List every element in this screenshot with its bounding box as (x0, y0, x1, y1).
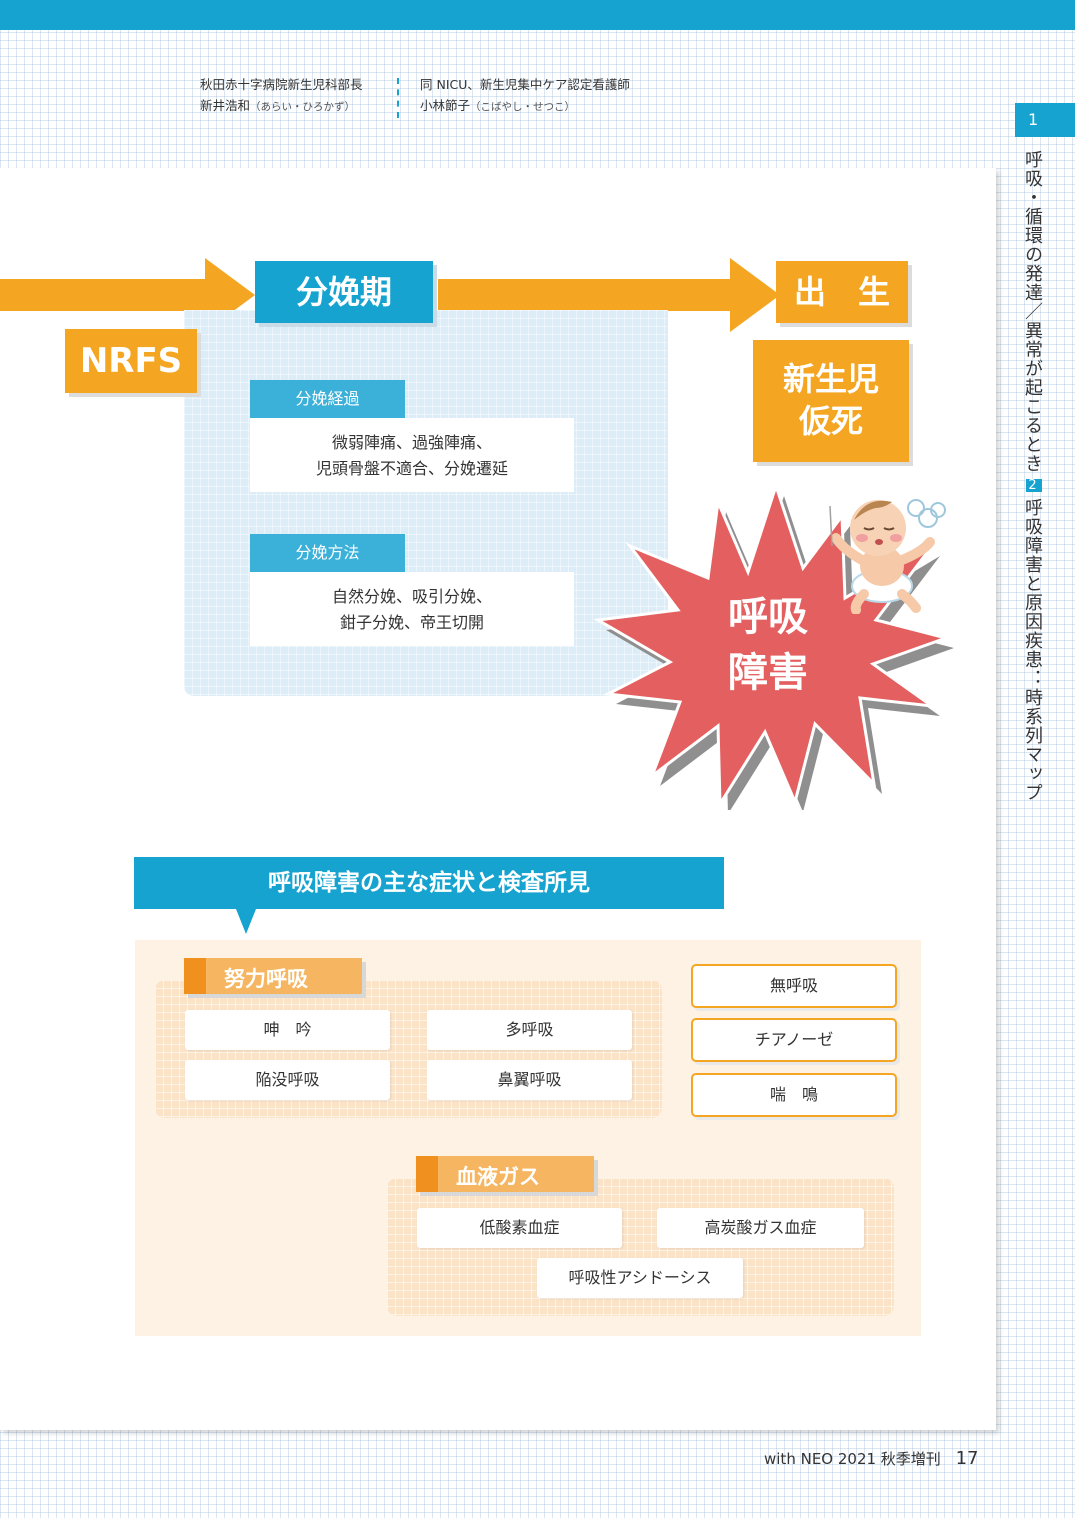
finding-card: 低酸素血症 (417, 1208, 622, 1248)
labor-stage-label: 分娩期 (255, 261, 433, 323)
blood-gas-tag: 血液ガス (416, 1156, 594, 1192)
symptom-outline-card: 喘 鳴 (691, 1073, 897, 1117)
baby-head (850, 500, 906, 556)
symptoms-section: 呻 吟 多呼吸 陥没呼吸 鼻翼呼吸 努力呼吸 無呼吸 チアノーゼ 喘 鳴 低酸素… (135, 940, 921, 1336)
symptom-card: 呻 吟 (185, 1010, 390, 1050)
burst-text-line2: 障害 (728, 650, 808, 696)
vertical-chapter-title: 呼吸・循環の発達／異常が起こるとき 2 呼吸障害と原因疾患：時系列マップ (1016, 150, 1048, 880)
symptom-outline-card: チアノーゼ (691, 1018, 897, 1062)
symptoms-header: 呼吸障害の主な症状と検査所見 (134, 857, 724, 909)
breath-puff (907, 499, 925, 517)
effort-breathing-tag: 努力呼吸 (184, 958, 362, 994)
author-block: 秋田赤十字病院新生児科部長 新井浩和（あらい・ひろかず） 同 NICU、新生児集… (200, 74, 720, 118)
symptom-card: 多呼吸 (427, 1010, 632, 1050)
delivery-method-card: 自然分娩、吸引分娩、 鉗子分娩、帝王切開 (250, 572, 574, 646)
top-color-bar (0, 0, 1075, 30)
symptom-card: 陥没呼吸 (185, 1060, 390, 1100)
baby-body (860, 546, 904, 586)
burst-text-line1: 呼吸 (728, 594, 808, 640)
chapter-number: 1 (1028, 110, 1039, 129)
author-1: 秋田赤十字病院新生児科部長 新井浩和（あらい・ひろかず） (200, 74, 363, 118)
delivery-method-line2: 鉗子分娩、帝王切開 (339, 613, 484, 632)
symptom-card: 鼻翼呼吸 (427, 1060, 632, 1100)
arrow-left-shaft (0, 279, 210, 311)
effort-breathing-group: 呻 吟 多呼吸 陥没呼吸 鼻翼呼吸 (155, 980, 662, 1118)
page-number: 17 (955, 1448, 979, 1469)
delivery-method-line1: 自然分娩、吸引分娩、 (331, 587, 492, 606)
asphyxia-line1: 新生児 (782, 360, 879, 398)
burst-body (593, 481, 952, 810)
page-footer: with NEO 2021 秋季増刊 17 (764, 1448, 994, 1474)
crying-baby-illustration (829, 499, 946, 614)
labor-course-line2: 児頭骨盤不適合、分娩遷延 (315, 459, 508, 478)
author-divider (397, 78, 399, 118)
author-2-reading: （こばやし・せつこ） (470, 101, 576, 113)
labor-stage-box: 分娩経過 微弱陣痛、過強陣痛、 児頭骨盤不適合、分娩遷延 分娩方法 自然分娩、吸… (184, 310, 668, 696)
journal-name: with NEO 2021 秋季増刊 (764, 1450, 941, 1468)
respiratory-distress-burst: 呼吸 障害 (593, 481, 954, 810)
section-number-badge: 2 (1026, 479, 1042, 492)
blood-gas-label: 血液ガス (456, 1165, 540, 1189)
blood-gas-group: 低酸素血症 高炭酸ガス血症 呼吸性アシドーシス (387, 1178, 894, 1316)
author-2-name: 小林節子 (420, 98, 471, 113)
arrow-right-head (730, 258, 780, 332)
birth-label: 出 生 (776, 261, 908, 323)
symptom-outline-card: 無呼吸 (691, 964, 897, 1008)
neonatal-asphyxia-label: 新生児 仮死 (753, 340, 909, 462)
arrow-right-shaft (438, 279, 738, 311)
labor-course-line1: 微弱陣痛、過強陣痛、 (331, 433, 492, 452)
author-1-reading: （あらい・ひろかず） (250, 101, 356, 113)
effort-breathing-label: 努力呼吸 (224, 967, 308, 991)
asphyxia-line2: 仮死 (798, 402, 863, 440)
main-panel: 分娩経過 微弱陣痛、過強陣痛、 児頭骨盤不適合、分娩遷延 分娩方法 自然分娩、吸… (0, 168, 996, 1430)
chapter-number-tab: 1 (1015, 103, 1075, 137)
author-2: 同 NICU、新生児集中ケア認定看護師 小林節子（こばやし・せつこ） (420, 74, 630, 118)
labor-course-card: 微弱陣痛、過強陣痛、 児頭骨盤不適合、分娩遷延 (250, 418, 574, 492)
finding-card: 高炭酸ガス血症 (657, 1208, 864, 1248)
author-1-affiliation: 秋田赤十字病院新生児科部長 (200, 77, 363, 92)
author-1-name: 新井浩和 (200, 98, 251, 113)
author-2-affiliation: 同 NICU、新生児集中ケア認定看護師 (420, 77, 630, 92)
symptoms-header-pointer (236, 909, 256, 934)
section-title: 呼吸障害と原因疾患：時系列マップ (1022, 498, 1043, 802)
chapter-title: 呼吸・循環の発達／異常が起こるとき (1022, 150, 1043, 473)
nrfs-label: NRFS (65, 329, 197, 393)
delivery-method-tag: 分娩方法 (250, 534, 405, 572)
finding-card: 呼吸性アシドーシス (537, 1258, 743, 1298)
labor-course-tag: 分娩経過 (250, 380, 405, 418)
